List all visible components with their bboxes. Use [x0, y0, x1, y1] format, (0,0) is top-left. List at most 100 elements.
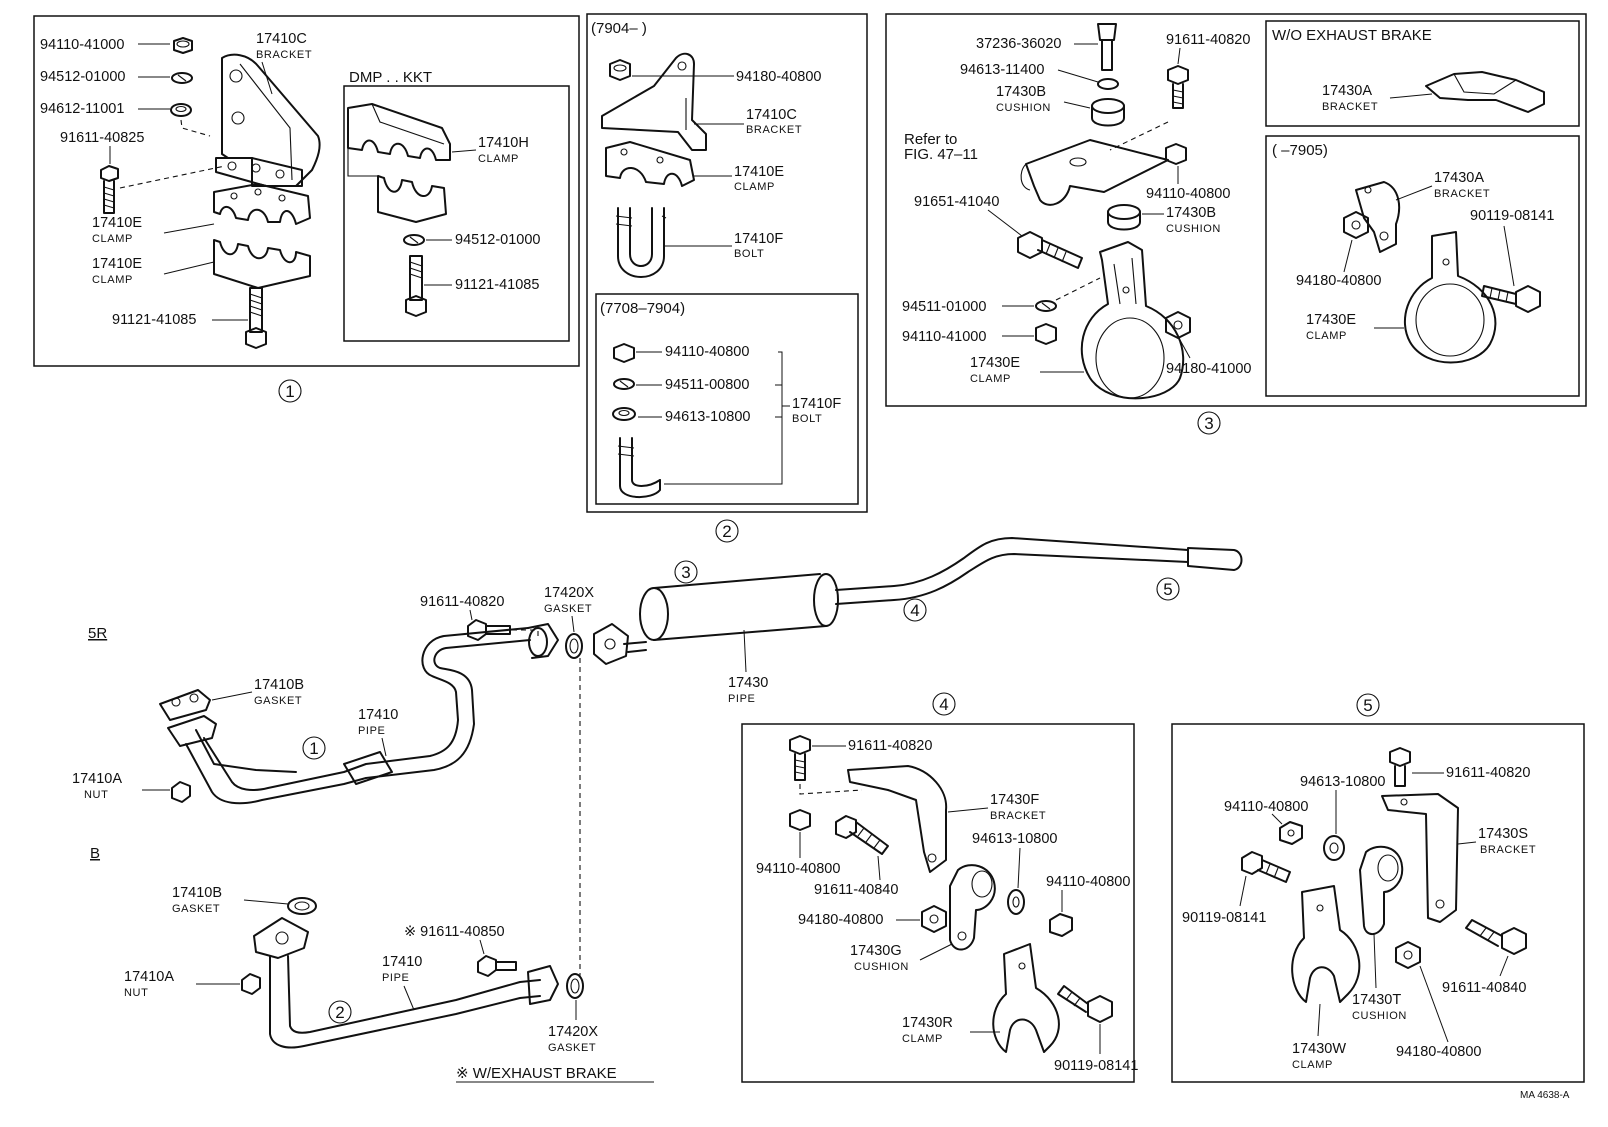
- flat-washer-icon: [170, 103, 192, 117]
- part-number: 94180-41000: [1166, 361, 1251, 377]
- flange-nut-icon: [1395, 941, 1421, 969]
- clamp-icon: [1291, 885, 1361, 1003]
- part-description: PIPE: [728, 693, 755, 705]
- nut-icon: [1279, 821, 1303, 845]
- part-number: 94110-40800: [1046, 874, 1130, 890]
- part-description: GASKET: [548, 1042, 596, 1054]
- panel-4-assembly-line: [799, 784, 863, 795]
- part-description: NUT: [84, 789, 108, 801]
- part-number: 17430S: [1478, 826, 1528, 842]
- bolt-icon: [1167, 65, 1189, 109]
- part-number: 94613-11400: [960, 62, 1044, 78]
- part-number: 94110-41000: [902, 329, 986, 345]
- part-number: 94110-40800: [665, 344, 749, 360]
- callout-number: 5: [1363, 696, 1372, 715]
- panel-3-assembly-line: [1109, 121, 1169, 151]
- callout-circle: [1197, 411, 1221, 435]
- part-description: CLAMP: [902, 1033, 943, 1045]
- part-description: PIPE: [382, 972, 409, 984]
- leader-line: [1373, 933, 1377, 989]
- callout-circle: [1156, 577, 1180, 601]
- leader-line: [1503, 225, 1515, 287]
- panel-1-dmp-box: [343, 85, 570, 342]
- bolt-icon: [1241, 851, 1291, 883]
- clamp-icon: [1080, 241, 1185, 400]
- part-number: ※ 91611-40850: [404, 924, 505, 940]
- part-description: BRACKET: [1434, 188, 1490, 200]
- nut-icon: [241, 973, 261, 995]
- bolt-icon: [245, 287, 267, 349]
- bolt-icon: [100, 165, 119, 214]
- leader-line: [1239, 875, 1247, 907]
- part-number: 90119-08141: [1470, 208, 1554, 224]
- leader-line: [469, 609, 473, 621]
- leader-line: [1177, 47, 1181, 65]
- leader-line: [1499, 955, 1509, 977]
- clamp-icon: [992, 943, 1060, 1053]
- bolt-icon: [1481, 285, 1541, 313]
- part-description: GASKET: [544, 603, 592, 615]
- spring-washer-icon: [613, 378, 635, 390]
- flat-washer-icon: [1323, 835, 1345, 861]
- part-number: 94511-00800: [665, 377, 749, 393]
- panel-1-assembly-line-2: [180, 119, 211, 137]
- bracket-icon: [847, 765, 948, 873]
- callout-number: 4: [939, 695, 948, 714]
- leader-line: [261, 61, 273, 95]
- panel-1-assembly-line: [119, 165, 226, 189]
- leader-line: [919, 943, 953, 961]
- nut-icon: [1049, 913, 1073, 937]
- part-description: BRACKET: [746, 124, 802, 136]
- leader-line: [1389, 93, 1433, 99]
- panel-4-frame: [741, 723, 1135, 1083]
- part-number: 94110-40800: [1224, 799, 1308, 815]
- part-number: 94511-01000: [902, 299, 986, 315]
- part-number: 91651-41040: [914, 194, 999, 210]
- part-number: 91611-40825: [60, 130, 144, 146]
- part-description: GASKET: [172, 903, 220, 915]
- part-number: 17410: [358, 707, 398, 723]
- cushion-icon: [1091, 98, 1125, 127]
- part-number: 17410F: [792, 396, 841, 412]
- clamp-icon: [1403, 231, 1497, 364]
- part-description: PIPE: [358, 725, 385, 737]
- stud-bolt-icon: [1097, 23, 1117, 71]
- muffler-pipe: [623, 537, 1243, 653]
- cushion-icon: [949, 864, 996, 951]
- nut-icon: [171, 781, 191, 803]
- callout-number: 5: [1163, 580, 1172, 599]
- leader-line: [1271, 813, 1283, 825]
- part-number: 17410H: [478, 135, 529, 151]
- leader-line: [1057, 69, 1099, 83]
- flat-washer-icon: [1097, 78, 1119, 90]
- part-number: 17410F: [734, 231, 783, 247]
- part-number: 17430W: [1292, 1041, 1346, 1057]
- part-number: 17410C: [256, 31, 307, 47]
- panel-3-assembly-line-2: [1055, 277, 1101, 301]
- part-number: 94180-40800: [1396, 1044, 1481, 1060]
- clamp-icon: [213, 239, 311, 289]
- leader-line: [571, 615, 575, 633]
- bracket-icon: [215, 53, 321, 187]
- part-number: 17410B: [254, 677, 304, 693]
- callout-circle: [715, 519, 739, 543]
- panel-2-frame: [586, 13, 868, 513]
- bracket-icon: [1355, 181, 1401, 253]
- part-number: 94613-10800: [665, 409, 750, 425]
- bracket-icon: [601, 52, 707, 151]
- part-description: CLAMP: [478, 153, 519, 165]
- part-number: 17410A: [124, 969, 174, 985]
- leader-line: [1179, 339, 1191, 359]
- bracket-icon: [1381, 793, 1459, 923]
- part-number: 17430E: [1306, 312, 1356, 328]
- panel-1-sub-header: DMP . . KKT: [349, 69, 432, 86]
- leader-line: [403, 985, 415, 1011]
- part-number: 17430B: [1166, 205, 1216, 221]
- part-number: 17430T: [1352, 992, 1401, 1008]
- part-number: 94110-40800: [756, 861, 840, 877]
- callout-number: 3: [1204, 414, 1213, 433]
- variant-label-b: B: [90, 845, 100, 862]
- variant-label-5r: 5R: [88, 625, 107, 642]
- panel-3-wo-header: W/O EXHAUST BRAKE: [1272, 27, 1432, 44]
- leader-line: [947, 807, 989, 813]
